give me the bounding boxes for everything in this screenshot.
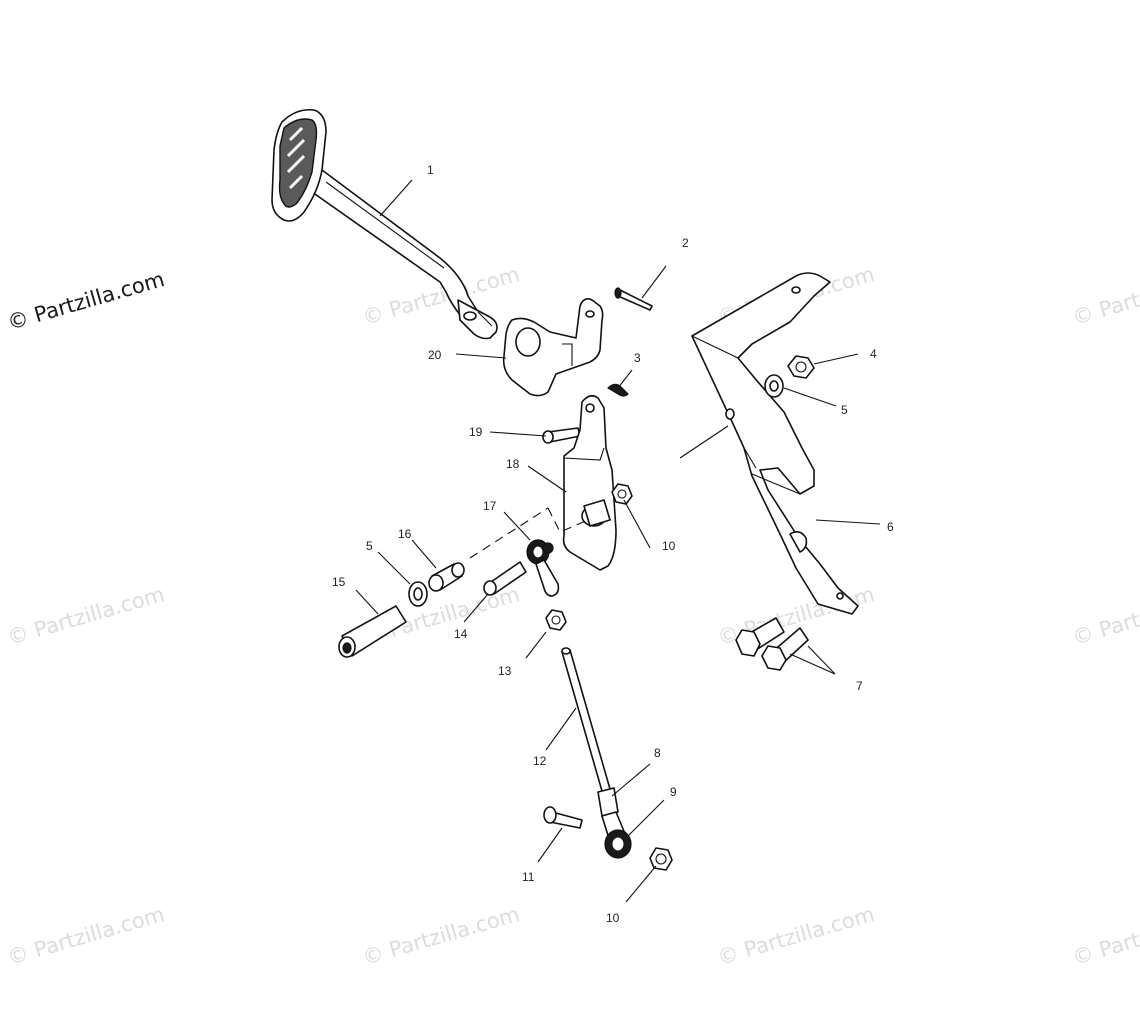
callout-19: 19 xyxy=(469,425,483,439)
part-clip xyxy=(607,383,629,397)
callout-13: 13 xyxy=(498,664,512,678)
callout-14: 14 xyxy=(454,627,468,641)
callout-20: 20 xyxy=(428,348,442,362)
watermark: © Partzilla.com xyxy=(1070,262,1140,330)
part-nut-upper xyxy=(611,483,633,505)
leader-lines xyxy=(355,179,881,903)
watermark: © Partzilla.com xyxy=(360,902,522,970)
part-rod-end xyxy=(526,539,560,597)
callout-9: 9 xyxy=(670,785,677,799)
callout-10: 10 xyxy=(606,911,620,925)
watermark: © Partzilla.com xyxy=(5,902,167,970)
part-spacer xyxy=(428,562,465,592)
callout-12: 12 xyxy=(533,754,547,768)
watermark: © Partzilla.com xyxy=(1070,902,1140,970)
callout-5: 5 xyxy=(841,403,848,417)
callout-5: 5 xyxy=(366,539,373,553)
part-shaft xyxy=(338,605,407,658)
callout-1: 1 xyxy=(427,163,434,177)
part-lever-plate xyxy=(562,394,617,571)
part-bolt-11 xyxy=(543,806,583,829)
callout-4: 4 xyxy=(870,347,877,361)
callout-2: 2 xyxy=(682,236,689,250)
callout-3: 3 xyxy=(634,351,641,365)
callout-labels: 1 2 3 4 5 5 6 7 8 9 10 10 11 12 13 14 15… xyxy=(332,163,894,925)
callout-6: 6 xyxy=(887,520,894,534)
callout-17: 17 xyxy=(483,499,497,513)
part-push-rod xyxy=(561,647,613,799)
callout-10: 10 xyxy=(662,539,676,553)
part-bolts xyxy=(735,617,809,671)
watermark-main: © Partzilla.com xyxy=(5,267,167,335)
callout-8: 8 xyxy=(654,746,661,760)
part-nut-13 xyxy=(545,609,567,631)
part-nut-lower xyxy=(649,847,673,871)
part-side-bracket xyxy=(691,272,859,615)
part-small-pin xyxy=(542,427,581,444)
callout-18: 18 xyxy=(506,457,520,471)
callout-15: 15 xyxy=(332,575,346,589)
watermark: © Partzilla.com xyxy=(715,902,877,970)
callout-11: 11 xyxy=(522,870,535,884)
part-pin xyxy=(614,287,653,311)
callout-16: 16 xyxy=(398,527,412,541)
part-clevis xyxy=(597,787,632,859)
assembly-line xyxy=(547,507,589,533)
part-nut-4 xyxy=(787,355,815,379)
part-bolt-14 xyxy=(483,561,527,596)
assembly-line xyxy=(469,507,549,559)
part-upper-bracket xyxy=(502,298,604,397)
part-brake-pedal xyxy=(271,108,498,340)
part-washer-left xyxy=(408,581,428,607)
callout-7: 7 xyxy=(856,679,863,693)
watermark: © Partzilla.com xyxy=(1070,582,1140,650)
part-washer-right xyxy=(764,374,784,398)
watermark: © Partzilla.com xyxy=(5,582,167,650)
